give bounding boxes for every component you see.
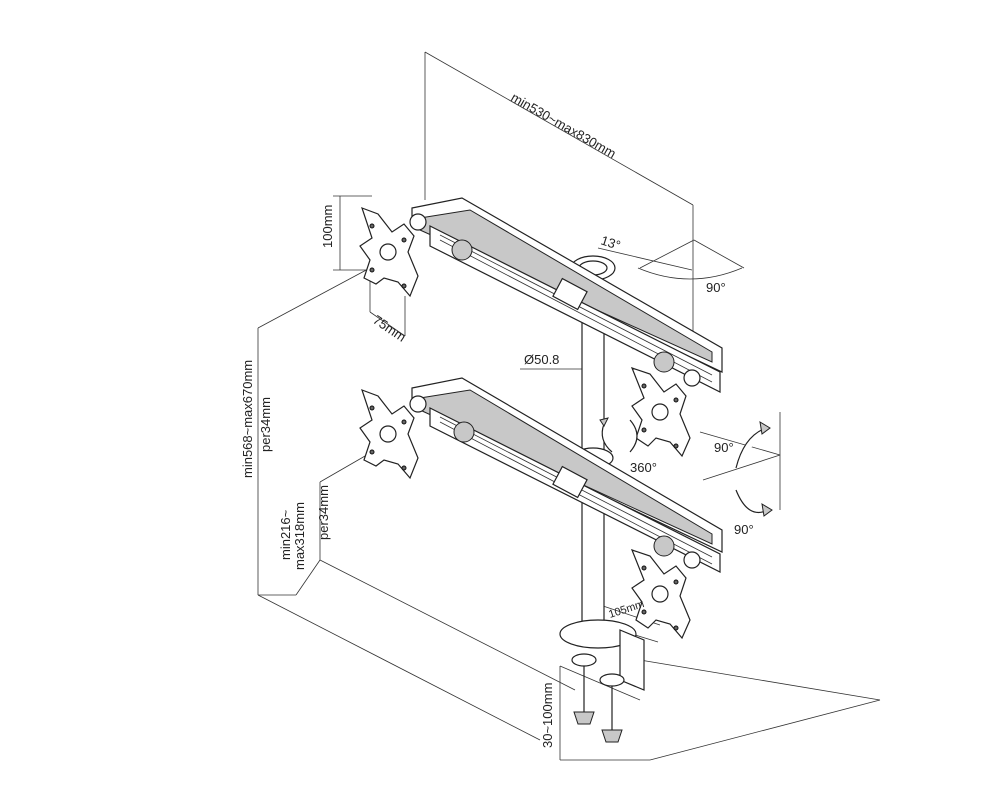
- vesa-plate-lower-left: [359, 388, 419, 480]
- tilt-angle-label: 13°: [599, 233, 622, 253]
- pan-angle-label: 90°: [706, 280, 726, 295]
- rotation-arrows: [599, 417, 773, 517]
- rotation-label: 360°: [630, 460, 657, 475]
- vesa-height-label: 100mm: [320, 205, 335, 248]
- tilt-up-label: 90°: [714, 440, 734, 455]
- lower-height-step-label: per34mm: [316, 485, 331, 540]
- vesa-plate-upper-left: [359, 206, 419, 298]
- clamp-range-label: 30~100mm: [540, 683, 555, 748]
- arm-span-label: min530~max830mm: [509, 90, 619, 162]
- pole-diameter-label: Ø50.8: [524, 352, 559, 367]
- upper-height-step-label: per34mm: [258, 397, 273, 452]
- lower-height-line2-label: max318mm: [292, 502, 307, 570]
- dimension-lines: [257, 51, 881, 761]
- lower-arm: [409, 377, 723, 573]
- lower-height-line1-label: min216~: [278, 509, 293, 560]
- vesa-width-label: 75mm: [370, 312, 408, 345]
- upper-height-main-label: min568~max670mm: [240, 360, 255, 478]
- tilt-down-label: 90°: [734, 522, 754, 537]
- upper-arm: [409, 197, 723, 393]
- desk-clamp: [559, 619, 645, 743]
- vesa-plate-upper-right: [630, 367, 691, 458]
- vesa-plate-lower-right: [630, 549, 691, 640]
